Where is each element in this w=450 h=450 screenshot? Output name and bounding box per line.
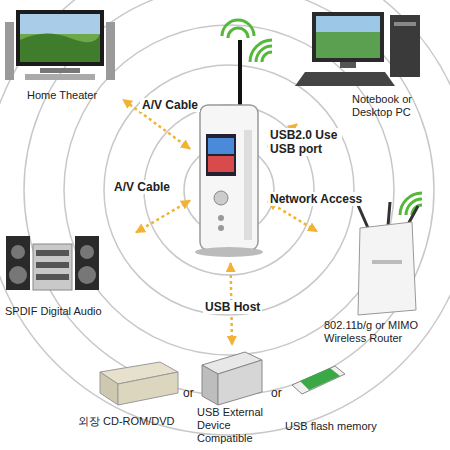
or-label: or bbox=[183, 386, 194, 400]
device-node bbox=[193, 95, 265, 260]
device-node: Home Theater bbox=[5, 5, 120, 105]
device-caption: USB flash memory bbox=[285, 420, 383, 433]
or-label: or bbox=[271, 386, 282, 400]
edge-label: A/V Cable bbox=[140, 98, 200, 112]
device-node: SPDIF Digital Audio bbox=[3, 225, 133, 320]
device-caption: 802.11b/g or MIMO Wireless Router bbox=[324, 319, 444, 345]
device-caption: SPDIF Digital Audio bbox=[5, 305, 129, 318]
dashed-arrow bbox=[136, 201, 190, 233]
device-node: Notebook or Desktop PC bbox=[300, 5, 445, 125]
device-caption: 외장 CD-ROM/DVD bbox=[78, 415, 182, 428]
edge-label: A/V Cable bbox=[112, 180, 172, 194]
device-caption: Notebook or Desktop PC bbox=[352, 93, 432, 119]
device-caption: Home Theater bbox=[27, 89, 117, 102]
device-node: 외장 CD-ROM/DVD bbox=[76, 355, 184, 435]
edge-label: USB Host bbox=[203, 300, 262, 314]
device-node: USB flash memory bbox=[283, 360, 385, 435]
device-node: 802.11b/g or MIMO Wireless Router bbox=[320, 195, 448, 350]
device-node: USB External Device Compatible bbox=[195, 348, 271, 447]
edge-label: Network Access bbox=[268, 192, 364, 206]
device-caption: USB External Device Compatible bbox=[197, 406, 269, 445]
edge-label: USB2.0 Use USB port bbox=[268, 128, 342, 156]
